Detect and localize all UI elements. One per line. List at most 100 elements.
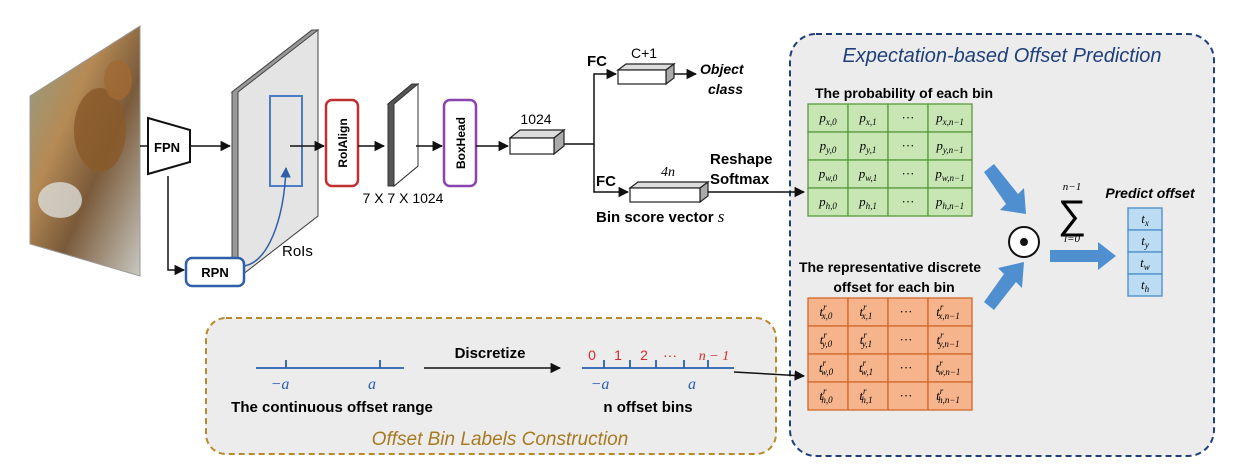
prob-cell-label: pw,1 [858, 166, 878, 183]
discretize-label: Discretize [455, 345, 526, 362]
rep-title-1: The representative discrete [799, 259, 981, 275]
bins-pos-a: a [688, 376, 696, 393]
predict-cell-label: th [1141, 277, 1150, 294]
bin-score-label: Bin score vector s [596, 207, 725, 226]
sum-to-predict-arrow [1050, 242, 1116, 270]
prob-cell [927, 131, 973, 161]
predict-cell-label: tw [1140, 255, 1150, 272]
bin-labels: 0 1 2 ··· n − 1 [588, 347, 729, 364]
prob-cell-label: px,n−1 [935, 110, 964, 127]
cls-dim-label: C+1 [631, 45, 657, 61]
prob-cell [927, 103, 973, 133]
prob-cell [847, 103, 889, 133]
continuous-label: The continuous offset range [231, 399, 433, 416]
boxhead-label: BoxHead [454, 117, 468, 169]
bins-neg-a: −a [591, 376, 610, 393]
rois-label: RoIs [282, 243, 313, 260]
predict-cell [1127, 273, 1163, 297]
prob-cell [927, 159, 973, 189]
sum-upper: n−1 [1063, 181, 1081, 193]
object-class-label-2: class [708, 81, 743, 97]
prob-cell [887, 187, 929, 217]
bin-label: ··· [663, 347, 677, 363]
cls-vector [616, 62, 676, 86]
boxhead-block [442, 98, 478, 188]
prob-cell-label: ··· [902, 110, 915, 125]
prob-cell [807, 131, 849, 161]
prob-cell [847, 131, 889, 161]
softmax-label: Softmax [710, 171, 770, 188]
rep-to-odot-arrow [984, 262, 1024, 310]
bin-label: 0 [588, 347, 596, 363]
rep-cell [847, 381, 889, 411]
expectation-title: Expectation-based Offset Prediction [842, 45, 1161, 67]
predict-title: Predict offset [1105, 185, 1196, 201]
bin-label: 1 [614, 347, 622, 363]
neg-a-label: −a [271, 376, 290, 393]
prob-cell [847, 159, 889, 189]
prob-cell-label: pw,0 [818, 166, 838, 183]
predict-cell-label: tx [1141, 211, 1149, 228]
prob-cell-label: py,0 [819, 138, 837, 155]
rpn-to-feature-arrow [243, 166, 291, 267]
fc-cls-label: FC [587, 53, 607, 70]
fc-cls-arrow [564, 68, 618, 145]
feat-dim-label: 1024 [520, 111, 551, 127]
rep-cell [887, 325, 929, 355]
prob-cell [807, 187, 849, 217]
reg-dim-label: 4n [661, 165, 675, 180]
fpn-block [147, 116, 191, 176]
bin-label: n − 1 [699, 349, 729, 364]
object-class-label-1: Object [700, 61, 745, 77]
prob-cell [927, 187, 973, 217]
prob-cell-label: pw,n−1 [934, 166, 964, 183]
input-image [29, 25, 141, 277]
rpn-label: RPN [201, 265, 228, 280]
feature-vector [508, 128, 566, 156]
prob-cell-label: ··· [902, 194, 915, 209]
prob-cell [807, 159, 849, 189]
bin-labels-title: Offset Bin Labels Construction [372, 429, 629, 450]
pos-a-label: a [368, 376, 376, 393]
predict-vector: tx ty tw th [1127, 207, 1163, 297]
roi-size-label: 7 X 7 X 1024 [363, 190, 444, 206]
predict-cell-label: ty [1141, 233, 1149, 250]
rep-cell-label: ··· [900, 332, 913, 347]
roi-feature [386, 82, 420, 188]
fc-reg-label: FC [596, 173, 616, 190]
discrete-bins [582, 360, 734, 369]
prob-to-odot-arrow [984, 164, 1026, 214]
prob-cell-label: py,1 [859, 138, 877, 155]
reshape-label: Reshape [710, 151, 773, 168]
prob-cell-label: px,1 [858, 110, 876, 127]
rpn-block [184, 256, 246, 288]
prob-cell-label: ph,n−1 [935, 194, 964, 211]
rep-cell-label: ··· [900, 388, 913, 403]
prob-title: The probability of each bin [815, 85, 993, 101]
roialign-label: RoIAlign [336, 118, 350, 167]
prob-cell-label: ph,1 [858, 194, 877, 211]
rep-cell [927, 325, 973, 355]
prob-cell-label: ··· [902, 166, 915, 181]
continuous-range [256, 360, 404, 369]
roialign-block [324, 98, 360, 188]
bin-label: 2 [640, 347, 648, 363]
rep-cell-label: ··· [900, 360, 913, 375]
rep-cell-label: ··· [900, 304, 913, 319]
prob-cell [887, 159, 929, 189]
prob-cell-label: py,n−1 [935, 138, 963, 155]
